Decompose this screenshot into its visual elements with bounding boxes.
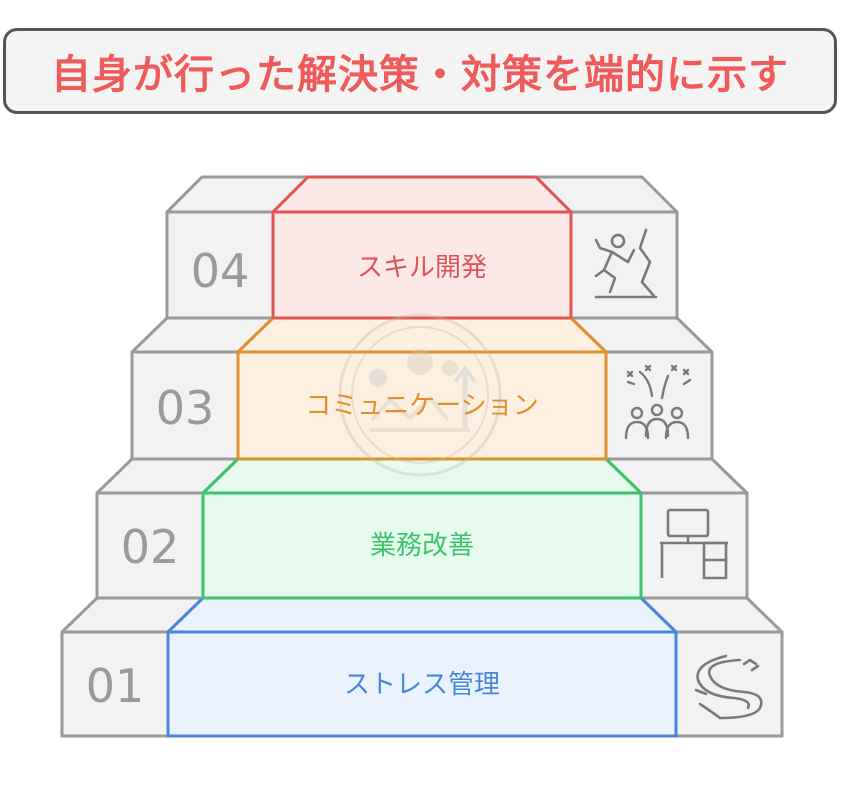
step-number-01: 01 [86, 659, 145, 713]
step-02-block [201, 457, 643, 600]
step-04-block [271, 175, 573, 320]
step-label-01: ストレス管理 [344, 670, 500, 700]
step-03-side-blocks [130, 316, 714, 461]
wavy-road-icon [694, 654, 763, 720]
page-title: 自身が行った解決策・対策を端的に示す [51, 52, 789, 98]
desk-computer-icon [660, 508, 728, 580]
step-label-02: 業務改善 [370, 531, 474, 561]
rock-climber-icon [594, 228, 658, 299]
step-label-04: スキル開発 [357, 253, 487, 283]
step-number-02: 02 [121, 520, 180, 574]
group-celebration-icon [624, 364, 692, 440]
step-03-block [236, 316, 608, 461]
step-number-04: 04 [191, 244, 250, 298]
step-01-block [166, 596, 678, 738]
step-04-side-blocks [165, 175, 679, 320]
title-box: 自身が行った解決策・対策を端的に示す [3, 28, 837, 114]
step-number-03: 03 [156, 381, 215, 435]
watermark-seal [338, 313, 502, 477]
step-01-side-blocks [60, 596, 784, 738]
step-label-03: コミュニケーション [305, 391, 538, 421]
